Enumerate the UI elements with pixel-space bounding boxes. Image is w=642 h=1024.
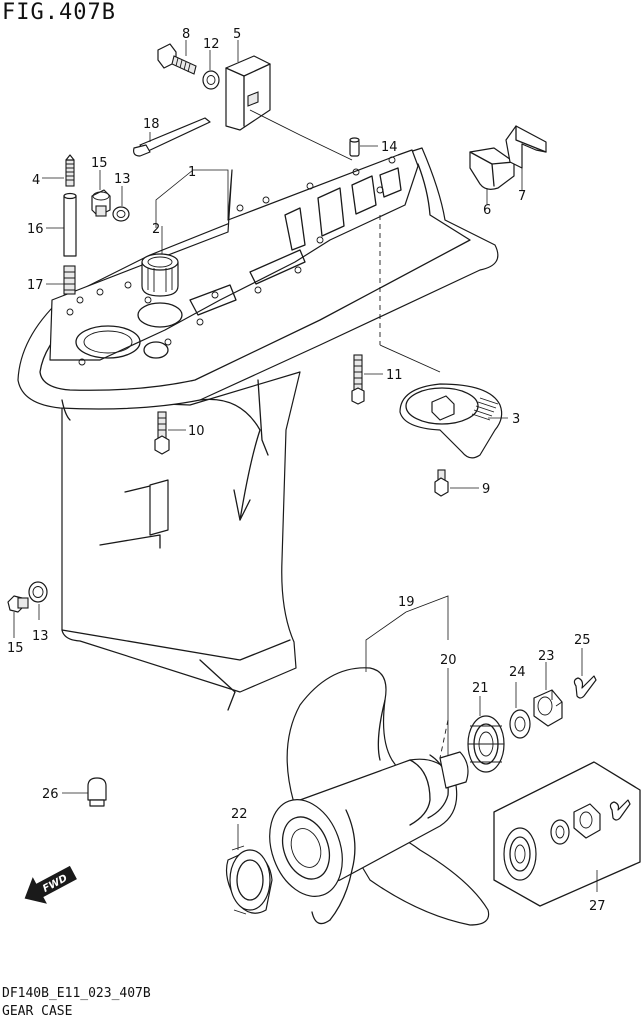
callout-10: 10: [188, 424, 205, 439]
callout-26: 26: [42, 787, 59, 802]
propeller-part-19: [269, 667, 490, 926]
callout-16: 16: [27, 222, 44, 237]
cable-tie-part-18: [133, 117, 211, 157]
callout-8: 8: [182, 27, 190, 42]
bolt-part-8: [157, 43, 197, 75]
bushing-part-2: [141, 253, 179, 297]
callout-2: 2: [152, 222, 160, 237]
callout-13-top: 13: [114, 172, 131, 187]
anode-part-5: [225, 55, 353, 161]
callout-17: 17: [27, 278, 44, 293]
gasket-part-13-top: [112, 206, 130, 222]
diagram-name: GEAR CASE: [2, 1004, 73, 1019]
callout-3: 3: [512, 412, 520, 427]
leader-lines: [13, 40, 598, 892]
callout-labels: 1 2 3 4 5 6 7 8 9 10 11 12 13 13 14 15 1…: [7, 27, 606, 914]
stud-nut-part-17: [63, 265, 76, 295]
callout-15-side: 15: [7, 641, 24, 656]
plug-part-26: [87, 777, 107, 807]
callout-6: 6: [483, 203, 491, 218]
plug-part-15-top: [91, 189, 111, 217]
bolt-part-9: [434, 469, 449, 497]
callout-18: 18: [143, 117, 160, 132]
callout-14: 14: [381, 140, 398, 155]
gasket-part-13-side: [28, 581, 48, 603]
callout-27: 27: [589, 899, 606, 914]
stud-bolt-part-4: [65, 154, 75, 187]
callout-20: 20: [440, 653, 457, 668]
cotter-pin-part-25: [573, 675, 597, 699]
gear-case-housing: [17, 147, 499, 711]
callout-9: 9: [482, 482, 490, 497]
cover-part-6: [469, 147, 515, 190]
callout-25: 25: [574, 633, 591, 648]
diagram-code: DF140B_E11_023_407B: [2, 986, 151, 1001]
kit-part-27: [493, 761, 641, 907]
bolt-part-10: [154, 411, 170, 455]
callout-7: 7: [518, 189, 526, 204]
bracket-part-7: [505, 125, 547, 169]
callout-5: 5: [233, 27, 241, 42]
callout-11: 11: [386, 368, 403, 383]
callout-19: 19: [398, 595, 415, 610]
castle-nut-part-23: [533, 689, 563, 727]
figure-title: FIG.407B: [2, 0, 116, 25]
callout-15-top: 15: [91, 156, 108, 171]
callout-22: 22: [231, 807, 248, 822]
callout-12: 12: [203, 37, 220, 52]
stud-rod-part-16: [63, 192, 77, 257]
bolt-part-11: [351, 354, 365, 405]
thrust-hub-part-22: [225, 845, 273, 915]
plug-part-15-side: [7, 595, 29, 613]
spacer-part-21: [467, 715, 505, 773]
callout-21: 21: [472, 681, 489, 696]
trim-tab-part-3: [399, 383, 503, 459]
fwd-arrow-badge: FWD: [24, 865, 77, 904]
callout-13-side: 13: [32, 629, 49, 644]
callout-4: 4: [32, 173, 40, 188]
washer-part-24: [509, 709, 531, 739]
callout-23: 23: [538, 649, 555, 664]
washer-part-12: [202, 70, 220, 90]
dowel-pin-part-14: [349, 137, 360, 157]
callout-24: 24: [509, 665, 526, 680]
callout-1: 1: [188, 165, 196, 180]
